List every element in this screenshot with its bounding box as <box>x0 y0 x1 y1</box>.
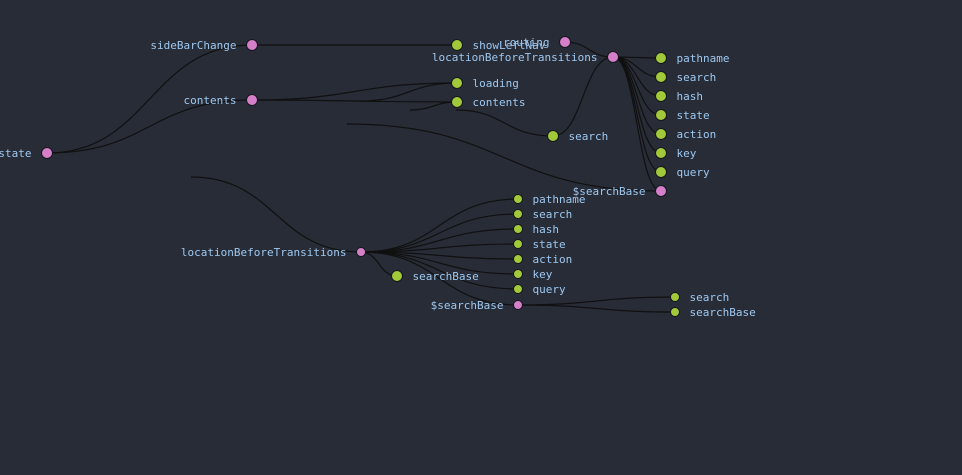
tree-node-k2[interactable] <box>513 269 523 279</box>
tree-node-label: search <box>690 291 730 304</box>
tree-link <box>409 101 458 111</box>
tree-link <box>360 213 519 253</box>
tree-nodes <box>41 36 680 317</box>
tree-node-showLeftNav[interactable] <box>451 39 463 51</box>
tree-link <box>552 56 614 137</box>
tree-link <box>46 44 253 154</box>
tree-link <box>517 304 676 313</box>
tree-node-s2[interactable] <box>513 209 523 219</box>
tree-node-label: showLeftNav <box>473 39 546 52</box>
tree-node-p2[interactable] <box>513 194 523 204</box>
tree-node-label: contents <box>473 96 526 109</box>
tree-node-label: loading <box>473 77 519 90</box>
tree-node-label: routing <box>503 36 549 49</box>
tree-node-searchBase_mid[interactable] <box>391 270 403 282</box>
tree-link <box>46 99 253 154</box>
tree-node-routing[interactable] <box>559 36 571 48</box>
tree-node-q1[interactable] <box>655 166 667 178</box>
tree-node-label: search <box>677 71 717 84</box>
tree-node-label: key <box>677 147 697 160</box>
tree-node-a2[interactable] <box>513 254 523 264</box>
tree-node-st2[interactable] <box>513 239 523 249</box>
tree-node-label: pathname <box>533 193 586 206</box>
tree-node-label: key <box>533 268 553 281</box>
tree-node-label: query <box>677 166 710 179</box>
tree-node-p1[interactable] <box>655 52 667 64</box>
tree-link <box>517 296 676 306</box>
tree-node-k1[interactable] <box>655 147 667 159</box>
tree-node-label: search <box>533 208 573 221</box>
tree-link <box>190 176 362 253</box>
tree-node-label: hash <box>533 223 560 236</box>
tree-node-label: $searchBase <box>573 185 646 198</box>
tree-node-label: query <box>533 283 566 296</box>
tree-node-a1[interactable] <box>655 128 667 140</box>
tree-link <box>359 82 458 102</box>
tree-node-st1[interactable] <box>655 109 667 121</box>
tree-link <box>612 56 662 154</box>
tree-link <box>612 56 662 173</box>
tree-node-label: searchBase <box>413 270 479 283</box>
tree-node-label: search <box>569 130 609 143</box>
tree-link <box>251 99 458 103</box>
tree-node-label: locationBeforeTransitions <box>181 246 347 259</box>
tree-link <box>455 109 554 137</box>
tree-node-label: hash <box>677 90 704 103</box>
tree-node-search_mid[interactable] <box>547 130 559 142</box>
tree-node-q2[interactable] <box>513 284 523 294</box>
tree-link <box>251 82 458 101</box>
tree-node-s1[interactable] <box>655 71 667 83</box>
tree-node-h1[interactable] <box>655 90 667 102</box>
tree-link <box>360 251 519 306</box>
tree-node-label: action <box>533 253 573 266</box>
tree-node-sb2[interactable] <box>513 300 523 310</box>
tree-node-label: contents <box>184 94 237 107</box>
tree-node-state[interactable] <box>41 147 53 159</box>
tree-link <box>346 123 662 192</box>
tree-node-label: searchBase <box>690 306 756 319</box>
tree-node-contents2[interactable] <box>451 96 463 108</box>
tree-node-label: sideBarChange <box>150 39 236 52</box>
tree-node-contents[interactable] <box>246 94 258 106</box>
tree-node-label: state <box>533 238 566 251</box>
tree-node-sideBarChange[interactable] <box>246 39 258 51</box>
tree-node-label: state <box>0 147 32 160</box>
tree-node-lbt_top[interactable] <box>607 51 619 63</box>
tree-node-h2[interactable] <box>513 224 523 234</box>
tree-link <box>360 243 519 253</box>
tree-links <box>46 41 676 313</box>
tree-node-lbt_bottom[interactable] <box>356 247 366 257</box>
tree-node-sb1[interactable] <box>655 185 667 197</box>
tree-node-label: locationBeforeTransitions <box>432 51 598 64</box>
tree-link <box>360 198 519 253</box>
tree-node-s3[interactable] <box>670 292 680 302</box>
tree-node-label: action <box>677 128 717 141</box>
tree-node-label: $searchBase <box>431 299 504 312</box>
tree-node-searchBase3[interactable] <box>670 307 680 317</box>
tree-link <box>612 56 662 192</box>
tree-labels: state sideBarChange contents showLeftNavrou… <box>0 36 756 319</box>
tree-node-loading[interactable] <box>451 77 463 89</box>
tree-node-label: state <box>677 109 710 122</box>
tree-node-label: pathname <box>677 52 730 65</box>
